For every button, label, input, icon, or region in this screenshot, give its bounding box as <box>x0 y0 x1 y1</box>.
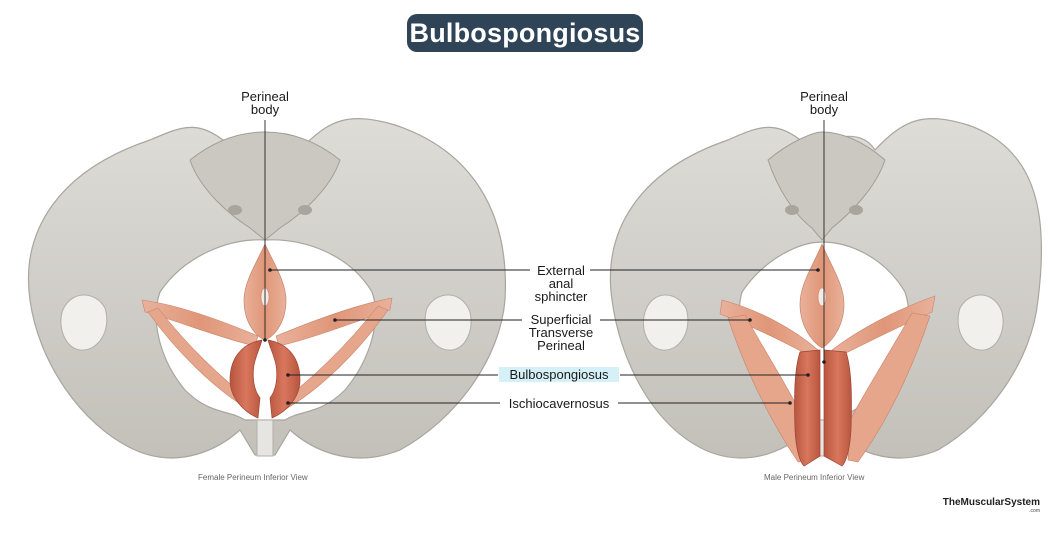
page-title: Bulbospongiosus <box>407 14 643 52</box>
male-foramen-right <box>849 205 863 215</box>
label-perineal-body-female: Perineal body <box>241 89 289 117</box>
leader-lines <box>264 120 825 404</box>
caption-female: Female Perineum Inferior View <box>198 473 308 482</box>
male-obturator-left <box>643 294 689 351</box>
brand-logo-text: TheMuscularSystem <box>942 497 1040 508</box>
caption-male: Male Perineum Inferior View <box>764 473 865 482</box>
female-foramen-left <box>228 205 242 215</box>
male-ischiocavernosus-right <box>847 312 931 463</box>
label-external-anal-sphincter: External anal sphincter <box>534 263 588 304</box>
leader-dots <box>263 268 826 405</box>
label-bulbospongiosus: Bulbospongiosus <box>499 367 619 382</box>
label-ischiocavernosus: Ischiocavernosus <box>508 396 610 411</box>
label-superficial-transverse-perineal: Superficial Transverse Perineal <box>528 312 594 353</box>
female-foramen-right <box>298 205 312 215</box>
female-superficial-transverse-right <box>275 297 393 347</box>
male-pelvis <box>609 118 1043 467</box>
female-obturator-right <box>424 294 472 351</box>
male-anal-opening <box>817 287 827 307</box>
female-obturator-left <box>60 294 108 351</box>
female-bulbospongiosus-right <box>267 339 301 419</box>
label-perineal-body-male: Perineal body <box>800 89 848 117</box>
male-foramen-left <box>785 205 799 215</box>
female-pelvic-bone <box>27 118 507 459</box>
male-bulbospongiosus-left <box>794 349 821 467</box>
male-obturator-right <box>957 294 1004 351</box>
female-pubic-symphysis <box>256 419 274 457</box>
brand-suffix: .com <box>1029 508 1040 514</box>
female-bulbospongiosus-left <box>229 339 263 419</box>
female-pelvis <box>27 118 507 459</box>
male-bulbospongiosus-right <box>823 349 852 467</box>
